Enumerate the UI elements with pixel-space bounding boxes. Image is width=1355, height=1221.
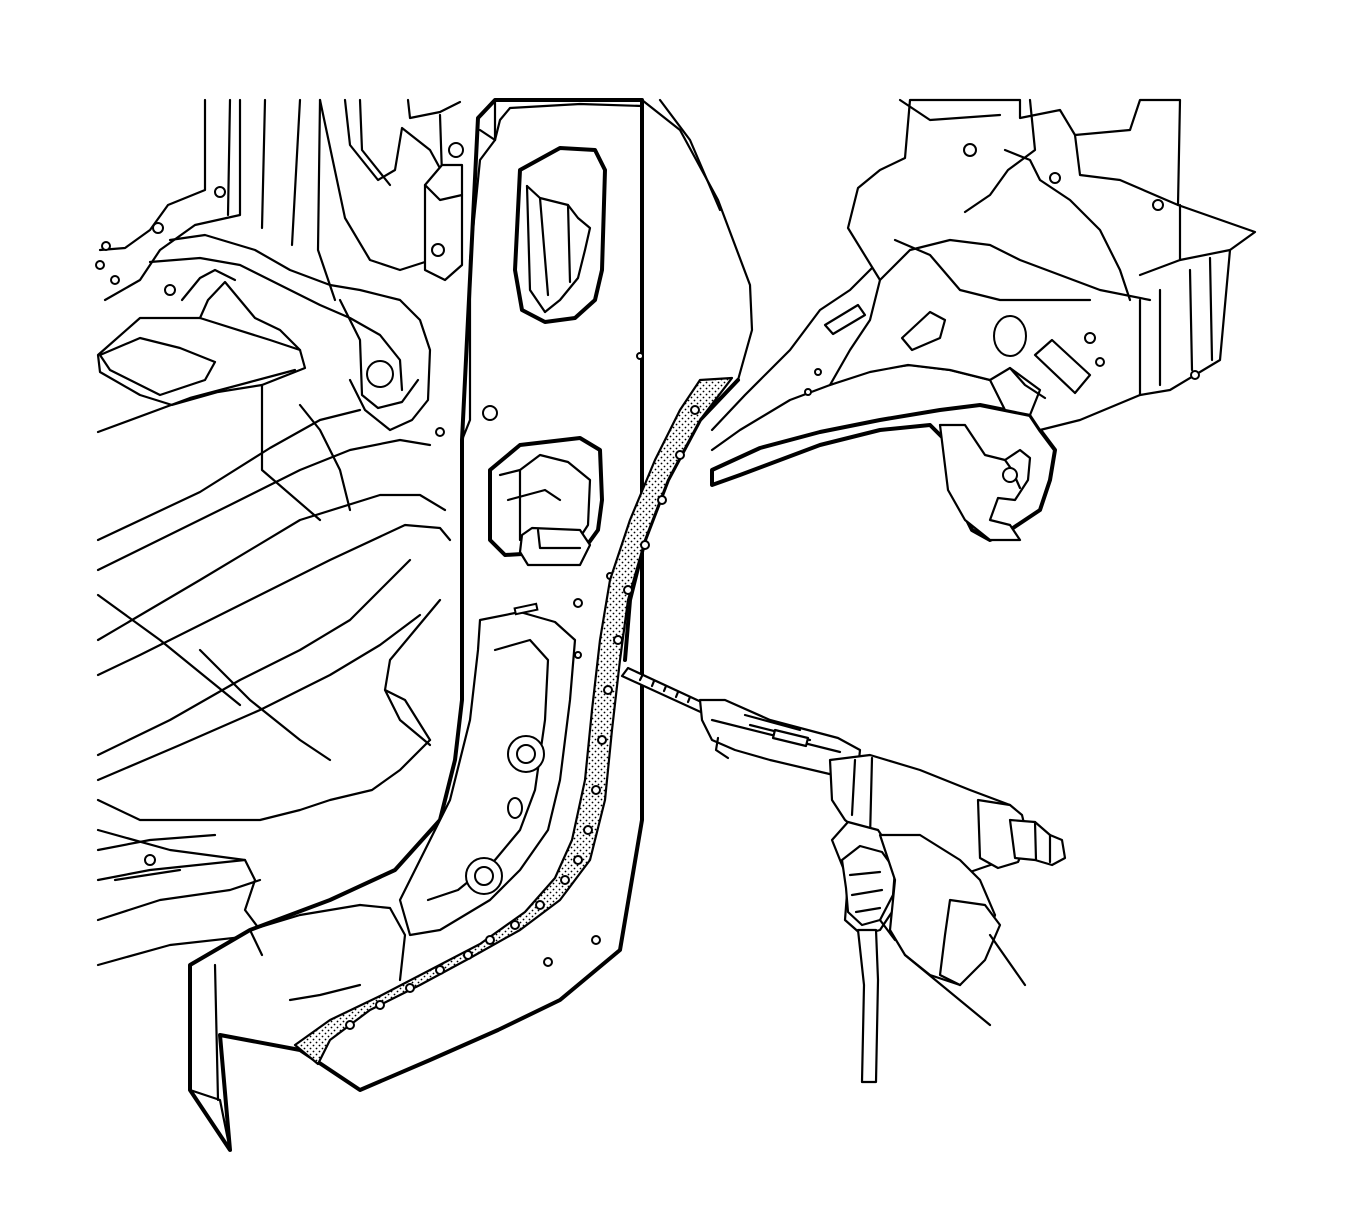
body-pillar xyxy=(188,98,754,1152)
rear-wheelhouse-structure xyxy=(710,98,1257,542)
spot-weld-dots xyxy=(345,405,700,1030)
sealer-applicator-gun xyxy=(620,666,1067,1084)
interior-floor-structure xyxy=(95,98,462,967)
seam-sealer-bead xyxy=(293,376,734,1066)
